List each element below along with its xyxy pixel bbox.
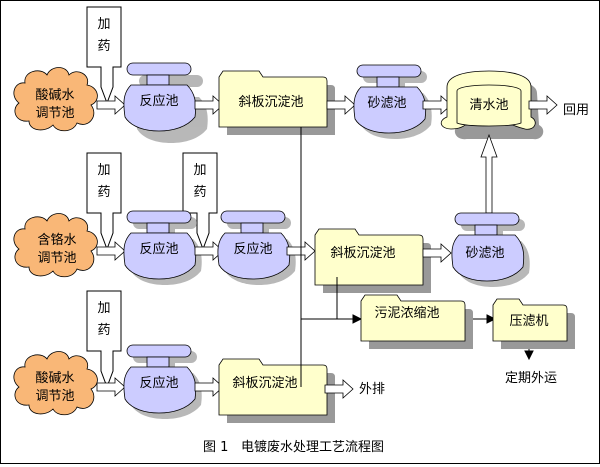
sludge-lines [300, 127, 534, 371]
figure-title: 电镀废水处理工艺流程图 [241, 439, 384, 455]
sludge-thickener: 污泥浓缩池 [360, 294, 473, 349]
clear-water-tank: 清水池 [440, 70, 544, 140]
flow-arrow [96, 241, 126, 261]
source-label-line2: 调节池 [37, 251, 76, 266]
settling-label: 斜板沉淀池 [238, 95, 303, 110]
sand-filter-label: 砂滤池 [367, 96, 406, 111]
chromium-tank-row2: 含铬水 调节池 [13, 213, 98, 278]
source-label-line1: 酸碱水 [35, 88, 74, 103]
add-chem-char-1: 加 [97, 163, 110, 178]
add-chemical-callout-row1: 加 药 [86, 6, 122, 104]
add-chemical-callout-row2a: 加 药 [86, 152, 122, 250]
sand-filter-row1: 砂滤池 [353, 64, 432, 139]
discharge-label: 外排 [359, 382, 385, 397]
settling-tank-row2: 斜板沉淀池 [314, 228, 431, 293]
add-chem-char-1: 加 [97, 301, 110, 316]
reaction-tank-row3: 反应池 [123, 344, 202, 419]
clear-tank-label: 清水池 [469, 98, 508, 113]
settling-label: 斜板沉淀池 [330, 246, 395, 261]
return-arrow-up [480, 133, 498, 214]
add-chem-char-1: 加 [97, 17, 110, 32]
source-label-line1: 含铬水 [37, 232, 76, 248]
reactor-label: 反应池 [139, 375, 178, 391]
add-chemical-callout-row2b: 加 药 [182, 152, 218, 250]
reactor-label: 反应池 [139, 241, 178, 257]
settling-tank-row1: 斜板沉淀池 [218, 70, 335, 135]
filter-press: 压滤机 [492, 298, 575, 349]
settling-label: 斜板沉淀池 [232, 376, 297, 391]
add-chem-char-2: 药 [97, 323, 110, 338]
flow-arrow [96, 377, 126, 397]
reactor-label: 反应池 [139, 93, 178, 109]
reactor-label: 反应池 [233, 241, 272, 257]
acid-alkali-tank-row3: 酸碱水 调节池 [13, 351, 98, 416]
reaction-tank-row1: 反应池 [123, 62, 208, 143]
reaction-tank-row2b: 反应池 [217, 210, 296, 285]
add-chem-char-1: 加 [193, 163, 206, 178]
periodic-disposal-label: 定期外运 [505, 371, 557, 386]
add-chemical-callout-row3: 加 药 [86, 290, 122, 388]
thickener-label: 污泥浓缩池 [374, 305, 439, 321]
reuse-outlet-label: 回用 [563, 103, 589, 118]
press-label: 压滤机 [509, 314, 548, 329]
source-label-line2: 调节池 [35, 389, 74, 404]
source-label-line1: 酸碱水 [35, 371, 74, 386]
acid-alkali-tank-row1: 酸碱水 调节池 [13, 67, 98, 132]
sand-filter-label: 砂滤池 [465, 246, 504, 261]
add-chem-char-2: 药 [97, 185, 110, 200]
settling-tank-row3: 斜板沉淀池 [218, 358, 335, 423]
reaction-tank-row2a: 反应池 [123, 210, 202, 285]
figure-number: 图 1 [203, 440, 228, 455]
flow-arrow [96, 95, 126, 115]
add-chem-char-2: 药 [193, 185, 206, 200]
sand-filter-row2: 砂滤池 [451, 212, 530, 287]
source-label-line2: 调节池 [35, 106, 74, 121]
add-chem-char-2: 药 [97, 39, 110, 54]
